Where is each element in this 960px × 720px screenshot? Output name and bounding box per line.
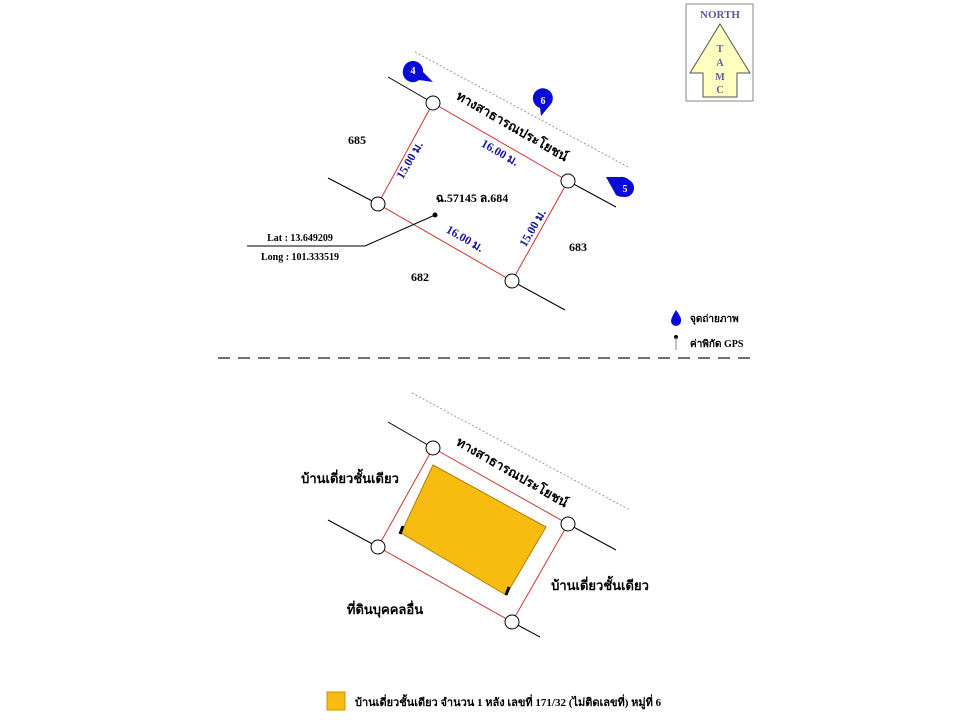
neighbor-bottom: 682 — [411, 270, 429, 284]
longitude: Long : 101.333519 — [261, 252, 339, 263]
neighbor-left: 685 — [348, 133, 366, 147]
adjacent-line — [511, 280, 566, 311]
adjacent-line — [387, 76, 434, 104]
svg-text:4: 4 — [411, 66, 416, 77]
top-map: ทางสาธารณประโยชน์ 16.00 ม. 15.00 ม. 16.0… — [247, 51, 634, 311]
neighbor-right: 683 — [569, 240, 587, 254]
legend-gps-label: ค่าพิกัด GPS — [690, 338, 744, 350]
photo-point-icon — [671, 310, 682, 326]
north-letter: M — [715, 72, 725, 83]
gps-leader-line — [247, 214, 436, 247]
photo-pin-4-icon: 4 — [402, 60, 433, 83]
building-legend: บ้านเดี่ยวชั้นเดียว จำนวน 1 หลัง เลขที่ … — [326, 691, 662, 711]
edge-left-length: 15.00 ม. — [393, 139, 426, 181]
house-swatch — [326, 691, 346, 711]
photo-pin-6-icon: 6 — [532, 88, 553, 116]
latitude: Lat : 13.649209 — [267, 233, 333, 244]
adjacent-line — [327, 177, 379, 205]
boundary-markers — [370, 440, 576, 630]
map-legend: จุดถ่ายภาพ ค่าพิกัด GPS — [671, 310, 744, 350]
boundary-markers — [370, 95, 576, 289]
edge-right-length: 15.00 ม. — [516, 207, 549, 249]
svg-text:5: 5 — [623, 184, 628, 195]
neighbor-right: บ้านเดี่ยวชั้นเดียว — [551, 575, 649, 593]
building-legend-text: บ้านเดี่ยวชั้นเดียว จำนวน 1 หลัง เลขที่ … — [355, 694, 662, 710]
north-letter: A — [716, 58, 724, 69]
neighbor-bottom: ที่ดินบุคคลอื่น — [347, 600, 423, 618]
north-letter: C — [716, 85, 723, 96]
road-edge-line — [414, 51, 631, 169]
edge-bottom-length: 16.00 ม. — [444, 222, 486, 255]
legend-photo-label: จุดถ่ายภาพ — [690, 313, 739, 325]
door-marker — [504, 586, 511, 596]
parcel-label: ฉ.57145 ล.684 — [436, 191, 509, 205]
north-arrow: NORTH T A M C — [685, 3, 754, 102]
bottom-map: ทางสาธารณประโยชน์ บ้านเดี่ยวชั้นเดียว บ้… — [301, 392, 649, 638]
door-marker — [398, 525, 405, 535]
north-title: NORTH — [700, 9, 740, 21]
north-letter: T — [717, 44, 724, 55]
photo-pin-5-icon: 5 — [606, 176, 634, 197]
neighbor-left: บ้านเดี่ยวชั้นเดียว — [301, 468, 399, 486]
adjacent-line — [567, 180, 617, 208]
edge-top-length: 16.00 ม. — [479, 136, 521, 169]
svg-text:6: 6 — [541, 96, 546, 107]
